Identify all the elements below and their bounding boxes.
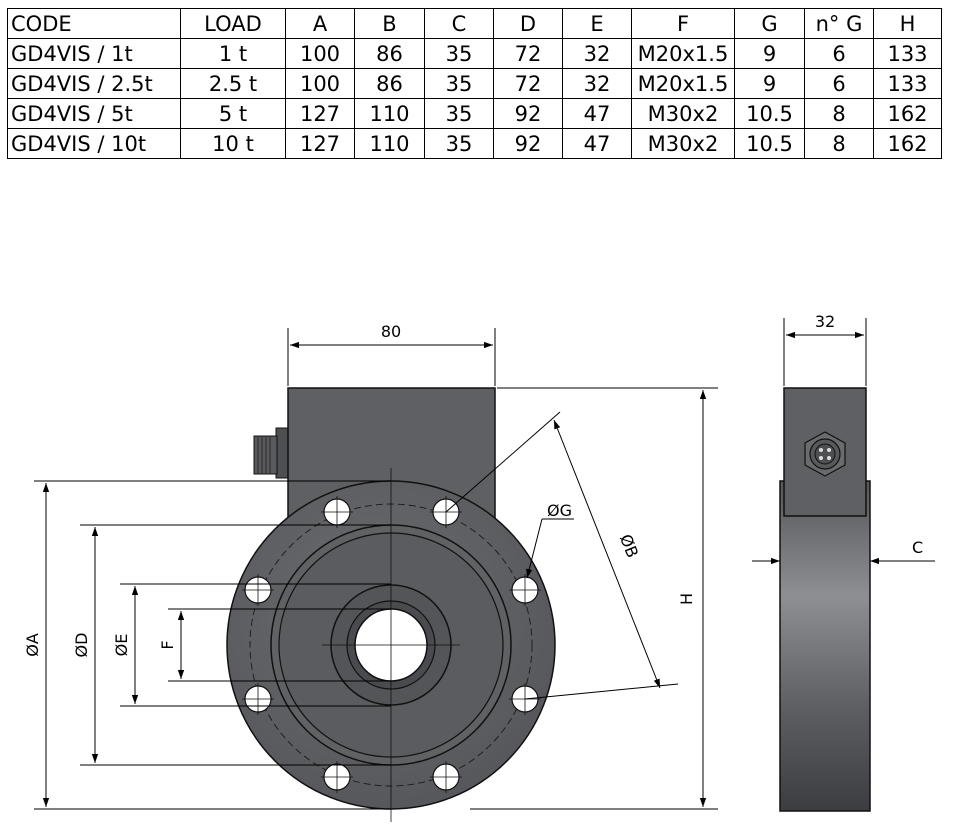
side-view: [779, 387, 871, 812]
header-cell: n° G: [804, 8, 874, 39]
connector-hex-icon: [804, 431, 846, 477]
front-view: [226, 387, 556, 822]
table-cell: 10.5: [734, 98, 805, 129]
dia-b-dimension-line: [553, 419, 661, 689]
table-row: GD4VIS / 10t 10 t 127 110 35 92 47 M30x2…: [7, 128, 942, 159]
table-cell: 6: [804, 38, 874, 69]
header-cell: CODE: [7, 8, 181, 39]
bolt-hole: [430, 496, 462, 528]
dia-b-label: ØB: [616, 531, 642, 560]
table-cell: 32: [562, 68, 632, 99]
table-cell: 10.5: [734, 128, 805, 159]
table-cell: 47: [562, 98, 632, 129]
bolt-hole: [321, 496, 353, 528]
table-cell: 162: [873, 98, 942, 129]
header-cell: F: [631, 8, 735, 39]
dia-a-label: ØA: [23, 633, 42, 657]
header-cell: A: [285, 8, 355, 39]
connector-stub: [253, 427, 289, 479]
table-cell: GD4VIS / 10t: [7, 128, 181, 159]
header-cell: LOAD: [180, 8, 286, 39]
table-cell: 1 t: [180, 38, 286, 69]
table-cell: M30x2: [631, 98, 735, 129]
table-cell: M20x1.5: [631, 68, 735, 99]
table-cell: 162: [873, 128, 942, 159]
table-cell: M20x1.5: [631, 38, 735, 69]
dia-d-label: ØD: [72, 633, 91, 658]
table-cell: 8: [804, 98, 874, 129]
table-cell: GD4VIS / 5t: [7, 98, 181, 129]
table-cell: 133: [873, 38, 942, 69]
table-cell: 8: [804, 128, 874, 159]
side-width-32-label: 32: [815, 312, 835, 331]
table-cell: 92: [493, 98, 563, 129]
bolt-hole: [321, 761, 353, 793]
table-cell: 133: [873, 68, 942, 99]
side-dimensions: 32 C: [752, 312, 935, 565]
bolt-hole: [430, 761, 462, 793]
table-cell: 2.5 t: [180, 68, 286, 99]
table-cell: 100: [285, 38, 355, 69]
bolt-hole: [509, 574, 541, 606]
spec-table: CODE LOAD A B C D E F G n° G H GD4VIS / …: [7, 8, 942, 159]
dia-e-label: ØE: [112, 634, 131, 657]
dia-g-leader: [526, 518, 543, 579]
table-cell: 86: [354, 38, 425, 69]
width-80-label: 80: [381, 322, 401, 341]
table-cell: 110: [354, 98, 425, 129]
front-dimensions: 80 H ØA ØD ØE F ØB ØG: [23, 322, 718, 810]
table-cell: 32: [562, 38, 632, 69]
table-cell: 92: [493, 128, 563, 159]
table-cell: 127: [285, 128, 355, 159]
dia-g-label: ØG: [547, 501, 572, 520]
table-cell: 72: [493, 38, 563, 69]
side-lower-body: [779, 480, 871, 812]
header-cell: C: [424, 8, 494, 39]
table-cell: GD4VIS / 1t: [7, 38, 181, 69]
header-cell: G: [734, 8, 805, 39]
table-cell: M30x2: [631, 128, 735, 159]
table-cell: 9: [734, 68, 805, 99]
table-row: GD4VIS / 2.5t 2.5 t 100 86 35 72 32 M20x…: [7, 68, 942, 99]
h-label: H: [677, 593, 696, 605]
c-label: C: [912, 538, 923, 557]
table-cell: 127: [285, 98, 355, 129]
table-cell: 35: [424, 128, 494, 159]
f-label: F: [158, 640, 177, 649]
table-cell: 35: [424, 38, 494, 69]
table-row: GD4VIS / 5t 5 t 127 110 35 92 47 M30x2 1…: [7, 98, 942, 129]
table-header-row: CODE LOAD A B C D E F G n° G H: [7, 8, 942, 39]
table-cell: 110: [354, 128, 425, 159]
table-row: GD4VIS / 1t 1 t 100 86 35 72 32 M20x1.5 …: [7, 38, 942, 69]
